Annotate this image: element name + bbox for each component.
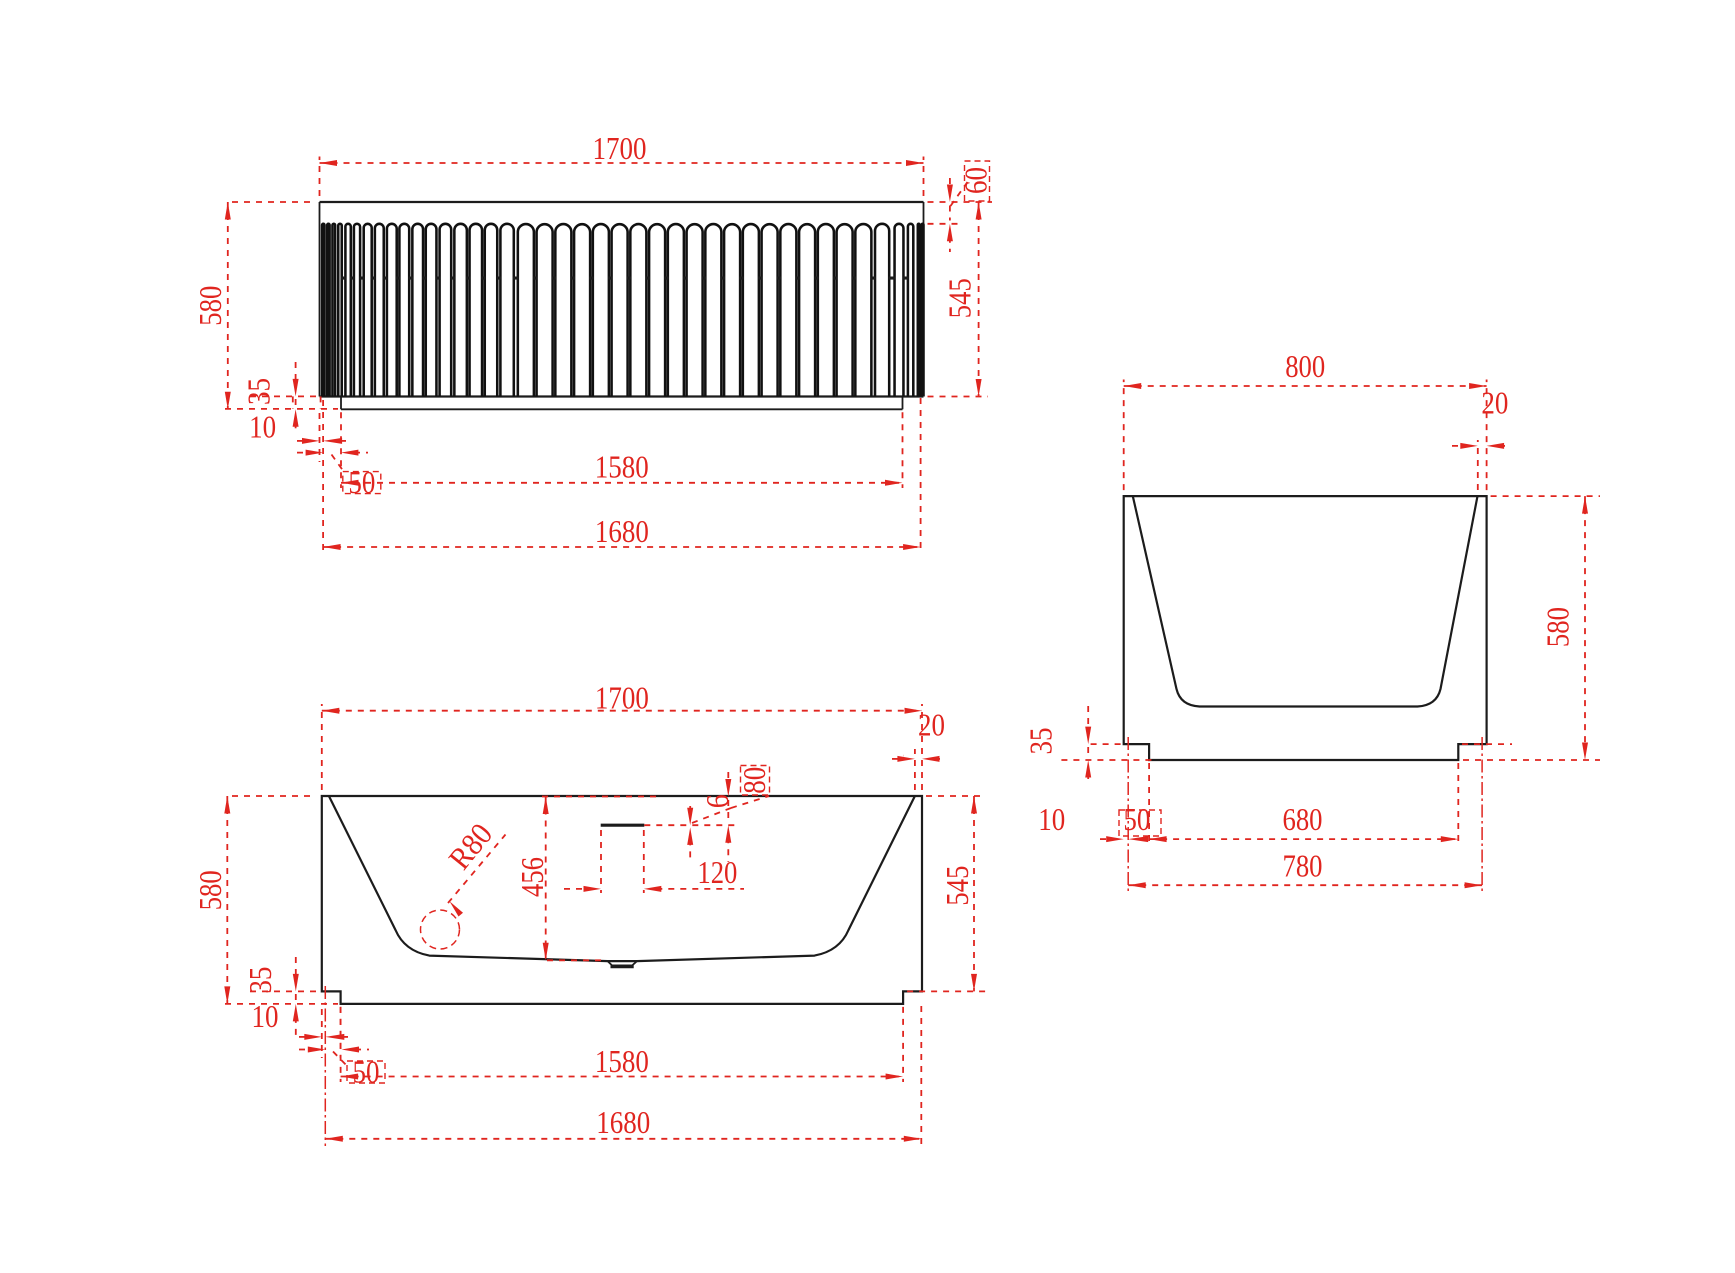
svg-text:1700: 1700 [595, 681, 649, 716]
svg-text:20: 20 [918, 707, 945, 742]
svg-text:580: 580 [1541, 607, 1576, 647]
svg-text:10: 10 [1038, 802, 1065, 837]
svg-text:10: 10 [249, 409, 276, 444]
svg-text:20: 20 [1481, 386, 1508, 421]
svg-text:60: 60 [959, 167, 994, 194]
svg-text:80: 80 [737, 767, 772, 794]
svg-text:680: 680 [1283, 802, 1323, 837]
svg-text:1680: 1680 [596, 1105, 650, 1140]
svg-text:545: 545 [940, 866, 975, 906]
svg-text:6: 6 [700, 794, 735, 808]
svg-text:120: 120 [697, 855, 737, 890]
svg-text:1580: 1580 [595, 1044, 649, 1079]
svg-text:580: 580 [193, 286, 228, 326]
svg-text:1580: 1580 [595, 450, 649, 485]
svg-text:10: 10 [252, 999, 279, 1034]
svg-text:545: 545 [943, 278, 978, 318]
svg-text:580: 580 [193, 870, 228, 910]
svg-text:50: 50 [353, 1054, 380, 1089]
svg-text:780: 780 [1283, 848, 1323, 883]
svg-text:1700: 1700 [593, 131, 647, 166]
svg-text:35: 35 [243, 967, 278, 994]
svg-text:456: 456 [515, 857, 550, 897]
svg-text:35: 35 [1024, 728, 1059, 755]
svg-text:1680: 1680 [595, 514, 649, 549]
svg-text:35: 35 [241, 378, 276, 405]
svg-text:800: 800 [1285, 349, 1325, 384]
